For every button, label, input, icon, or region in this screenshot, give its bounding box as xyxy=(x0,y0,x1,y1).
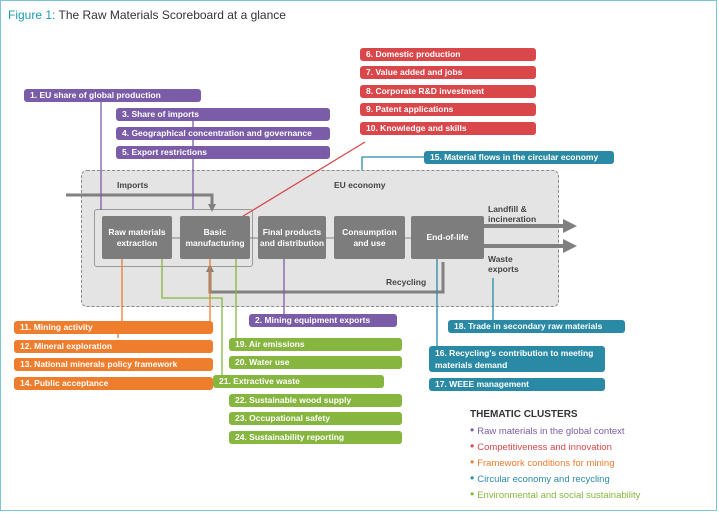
indicator-11: 11. Mining activity xyxy=(14,321,213,334)
stage-raw-materials-extraction: Raw materials extraction xyxy=(102,216,172,259)
indicator-15: 15. Material flows in the circular econo… xyxy=(424,151,614,164)
stage-basic-manufacturing: Basic manufacturing xyxy=(180,216,250,259)
landfill-label: Landfill & incineration xyxy=(488,204,537,224)
legend-item-label: Competitiveness and innovation xyxy=(477,442,612,453)
legend-bullet-icon: • xyxy=(470,471,475,485)
indicator-24: 24. Sustainability reporting xyxy=(229,431,402,444)
legend-rows: •Raw materials in the global context•Com… xyxy=(470,423,640,503)
legend-item-label: Framework conditions for mining xyxy=(477,458,615,469)
indicator-22: 22. Sustainable wood supply xyxy=(229,394,402,407)
imports-label: Imports xyxy=(117,180,149,190)
legend-item-label: Circular economy and recycling xyxy=(477,474,610,485)
imports-arrow xyxy=(66,193,216,212)
legend-item-label: Environmental and social sustainability xyxy=(477,490,641,501)
indicator-19: 19. Air emissions xyxy=(229,338,402,351)
legend-item: •Raw materials in the global context xyxy=(470,423,640,439)
legend-bullet-icon: • xyxy=(470,455,475,469)
indicator-23: 23. Occupational safety xyxy=(229,412,402,425)
thematic-clusters-legend: THEMATIC CLUSTERS •Raw materials in the … xyxy=(470,409,640,503)
indicator-9: 9. Patent applications xyxy=(360,103,536,116)
legend-bullet-icon: • xyxy=(470,439,475,453)
indicator-20: 20. Water use xyxy=(229,356,402,369)
indicator-2: 2. Mining equipment exports xyxy=(249,314,397,327)
legend-item-label: Raw materials in the global context xyxy=(477,426,625,437)
indicator-17: 17. WEEE management xyxy=(429,378,605,391)
indicator-5: 5. Export restrictions xyxy=(116,146,330,159)
indicator-10: 10. Knowledge and skills xyxy=(360,122,536,135)
legend-item: •Framework conditions for mining xyxy=(470,455,640,471)
figure-label: Figure 1: xyxy=(8,8,56,22)
eu-economy-label: EU economy xyxy=(334,180,386,190)
legend-bullet-icon: • xyxy=(470,487,475,501)
figure-title: Figure 1: The Raw Materials Scoreboard a… xyxy=(8,8,286,22)
indicator-13: 13. National minerals policy framework xyxy=(14,358,213,371)
legend-title: THEMATIC CLUSTERS xyxy=(470,409,578,420)
indicator-14: 14. Public acceptance xyxy=(14,377,213,390)
legend-bullet-icon: • xyxy=(470,423,475,437)
recycling-label: Recycling xyxy=(386,277,427,287)
legend-item: •Environmental and social sustainability xyxy=(470,487,640,503)
indicator-1: 1. EU share of global production xyxy=(24,89,201,102)
indicator-12: 12. Mineral exploration xyxy=(14,340,213,353)
indicator-8: 8. Corporate R&D investment xyxy=(360,85,536,98)
stage-consumption: Consumption and use xyxy=(334,216,405,259)
indicator-16: 16. Recycling's contribution to meeting … xyxy=(429,346,605,372)
legend-item: •Circular economy and recycling xyxy=(470,471,640,487)
stage-end-of-life: End-of-life xyxy=(411,216,484,259)
waste-exports-label: Waste exports xyxy=(488,254,519,274)
indicator-4: 4. Geographical concentration and govern… xyxy=(116,127,330,140)
indicator-6: 6. Domestic production xyxy=(360,48,536,61)
figure-title-text: The Raw Materials Scoreboard at a glance xyxy=(58,8,286,22)
stage-final-products: Final products and distribution xyxy=(258,216,326,259)
indicator-3: 3. Share of imports xyxy=(116,108,330,121)
indicator-21: 21. Extractive waste xyxy=(213,375,384,388)
indicator-18: 18. Trade in secondary raw materials xyxy=(448,320,625,333)
legend-item: •Competitiveness and innovation xyxy=(470,439,640,455)
indicator-7: 7. Value added and jobs xyxy=(360,66,536,79)
